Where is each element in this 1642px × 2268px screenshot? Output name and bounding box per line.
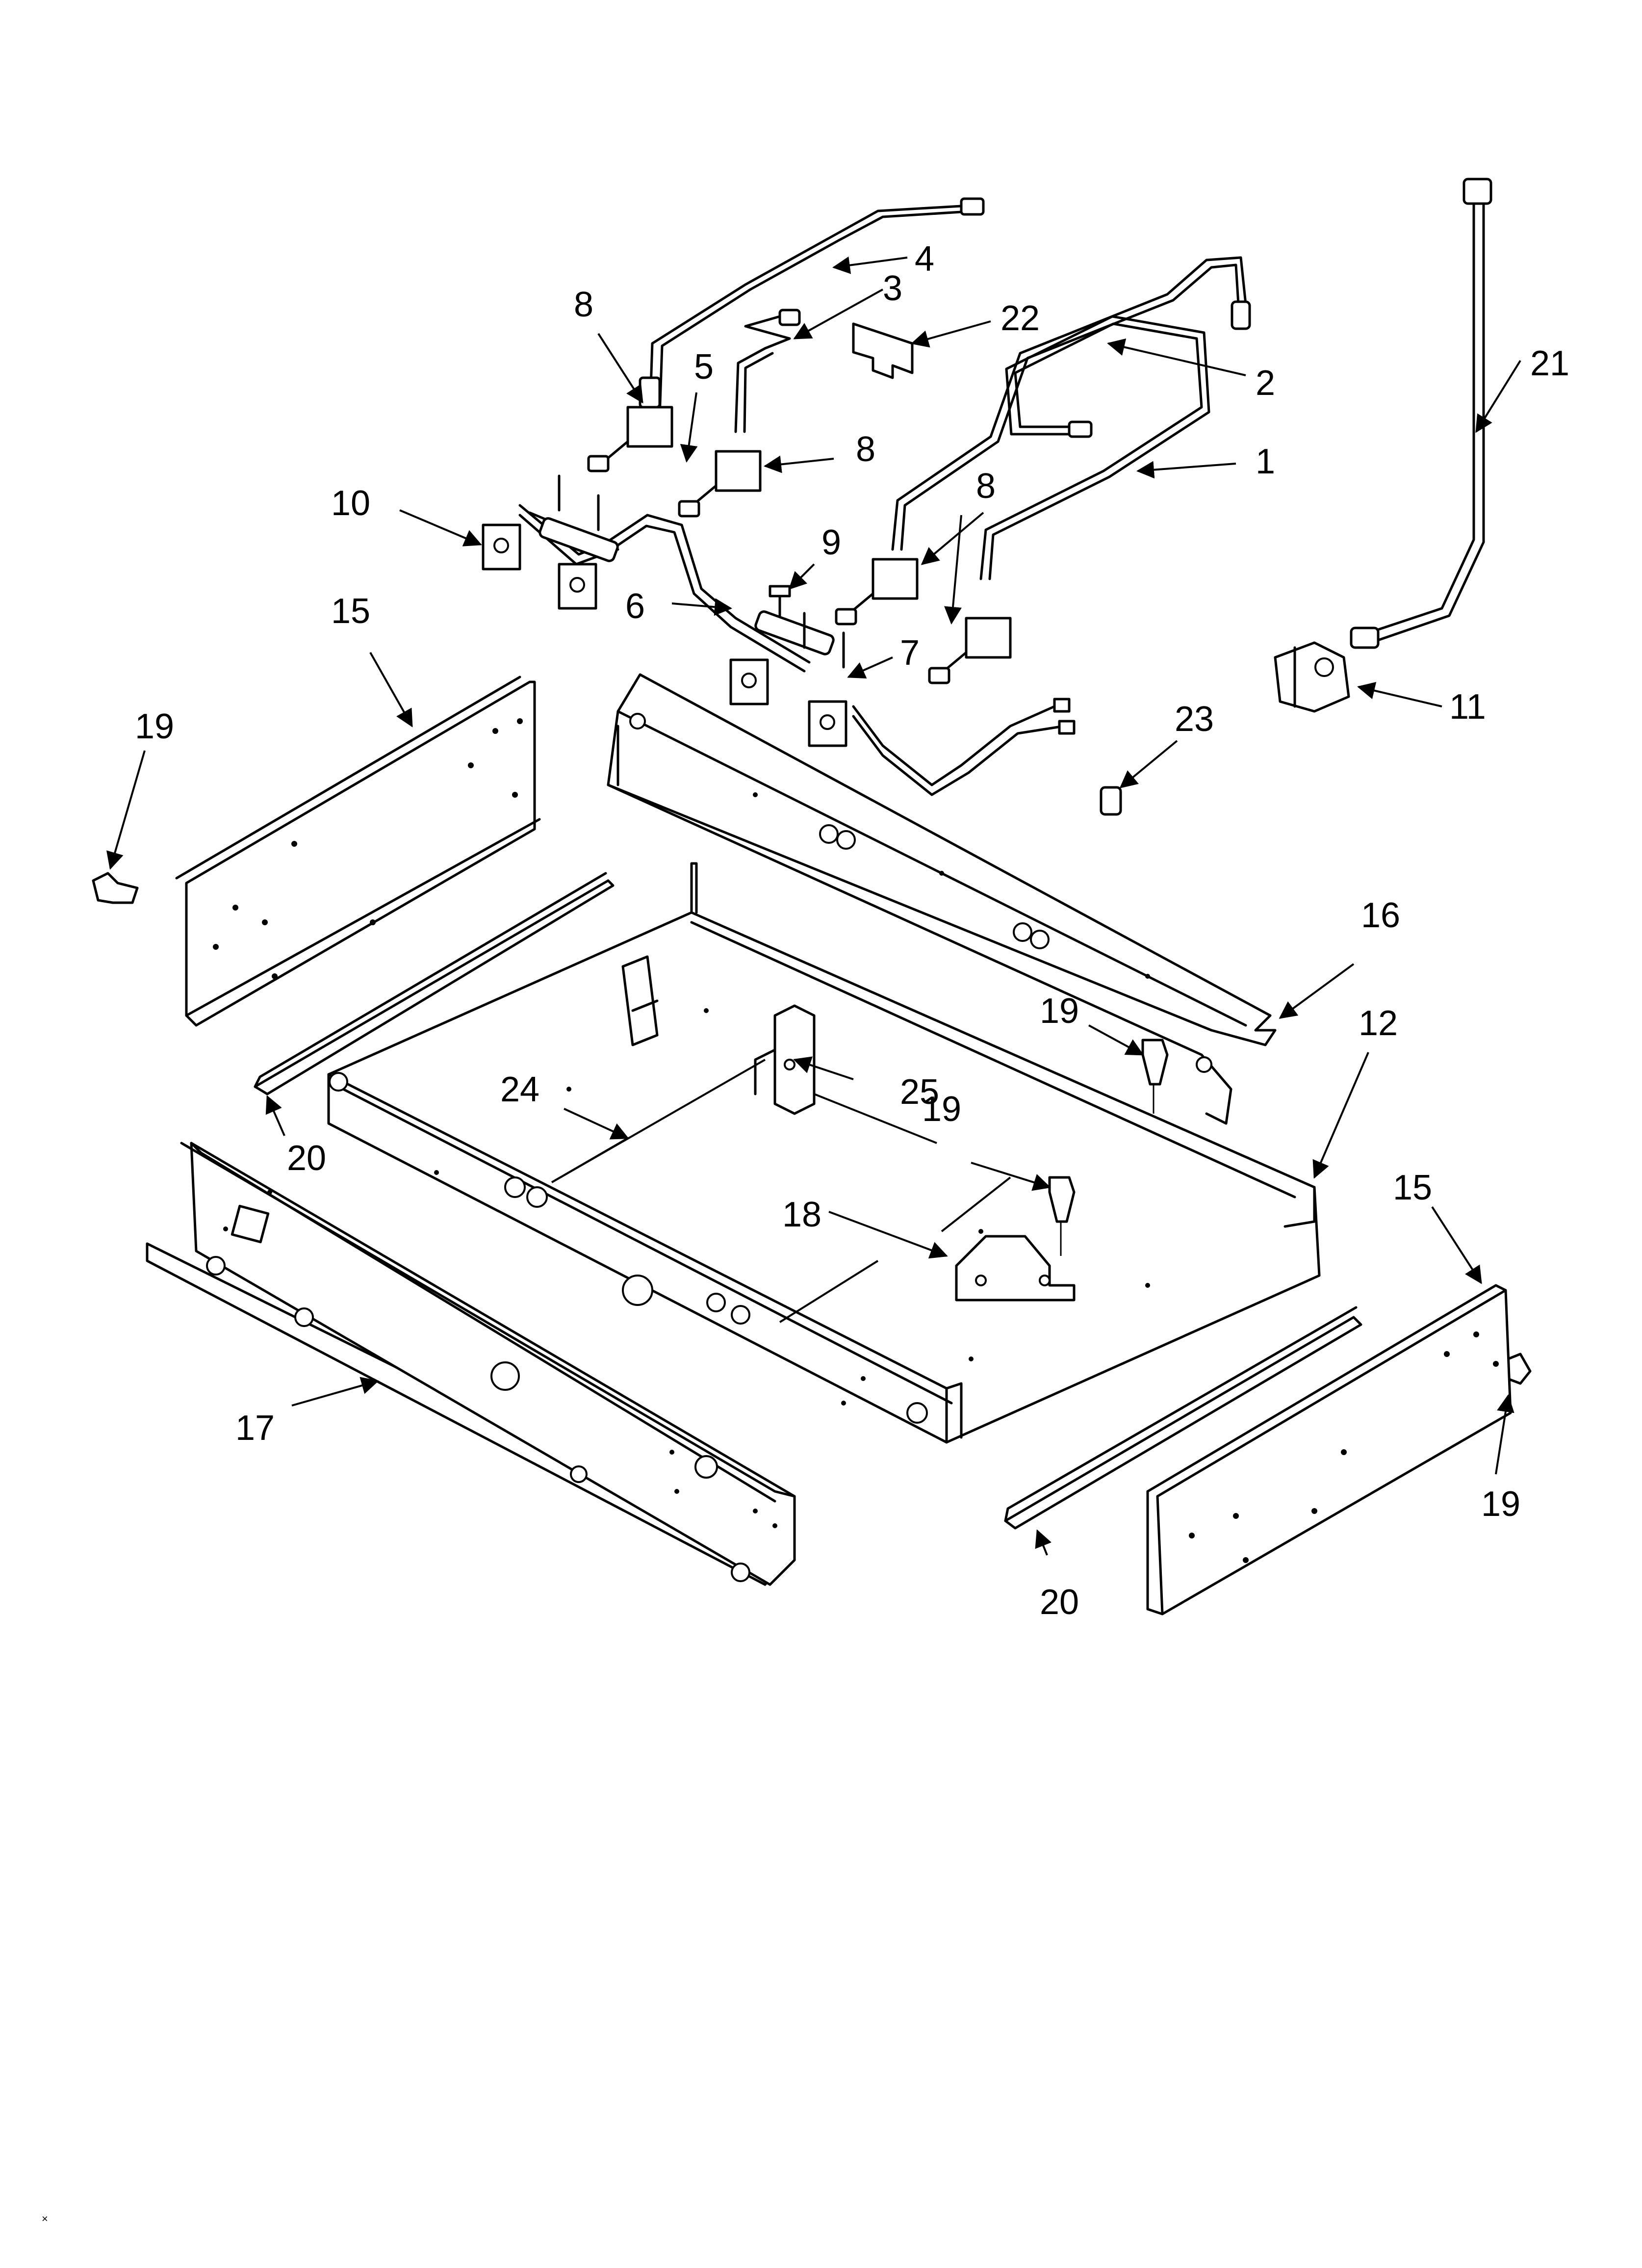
callout-labels: 4 3 22 2 1 21 8 5 8 8 10 9 6 7 11 23 15 … bbox=[42, 239, 1569, 2225]
callout-8-right: 8 bbox=[976, 467, 996, 506]
callout-17: 17 bbox=[235, 1408, 275, 1448]
callout-12: 12 bbox=[1359, 1004, 1398, 1043]
gas-line-21 bbox=[1350, 178, 1492, 649]
callout-3: 3 bbox=[883, 269, 902, 308]
screw-9 bbox=[769, 585, 791, 617]
callout-24: 24 bbox=[500, 1070, 539, 1109]
manifold-panel-16 bbox=[607, 673, 1277, 1125]
bracket-24 bbox=[621, 955, 659, 1046]
corner-mark: × bbox=[42, 2213, 48, 2225]
burner-valve bbox=[928, 617, 1012, 684]
callout-9: 9 bbox=[821, 523, 841, 562]
callout-23: 23 bbox=[1175, 700, 1214, 739]
igniter-switch bbox=[729, 658, 769, 705]
side-rail-20-right bbox=[1004, 1306, 1362, 1530]
callout-11: 11 bbox=[1449, 687, 1486, 727]
screw-19-center bbox=[1048, 1176, 1076, 1256]
callout-18: 18 bbox=[782, 1195, 821, 1234]
pressure-regulator-11 bbox=[1274, 641, 1350, 713]
callout-8-top-left: 8 bbox=[574, 285, 593, 324]
gas-tube-3 bbox=[734, 309, 801, 433]
gas-tube-2 bbox=[891, 256, 1251, 551]
callout-8-middle: 8 bbox=[856, 430, 875, 469]
leader-lines bbox=[106, 256, 1521, 1556]
callout-4: 4 bbox=[915, 239, 934, 279]
igniter-switch bbox=[808, 700, 847, 747]
burner-valve bbox=[835, 558, 919, 626]
side-panel-15-left bbox=[175, 676, 541, 1027]
callout-19-center: 19 bbox=[922, 1090, 961, 1129]
callout-19-top: 19 bbox=[1040, 991, 1079, 1031]
manifold-pipe bbox=[518, 474, 845, 673]
screw-19-left bbox=[92, 872, 139, 904]
callout-20-right: 20 bbox=[1040, 1583, 1079, 1622]
burner-valve bbox=[678, 450, 762, 518]
callout-19-left: 19 bbox=[135, 707, 174, 746]
callout-2: 2 bbox=[1256, 364, 1275, 403]
callout-25: 25 bbox=[900, 1072, 939, 1112]
igniter-switch bbox=[558, 563, 597, 610]
callout-10: 10 bbox=[331, 484, 370, 523]
side-rail-20-left bbox=[254, 872, 615, 1095]
bracket-22 bbox=[852, 322, 914, 379]
burner-base-pan-12 bbox=[327, 862, 1321, 1444]
callout-20-left: 20 bbox=[287, 1139, 326, 1178]
fitting-23 bbox=[1100, 786, 1122, 816]
callout-5: 5 bbox=[694, 347, 714, 387]
callout-22: 22 bbox=[1001, 299, 1040, 338]
igniter-switch bbox=[482, 523, 521, 571]
callout-1: 1 bbox=[1256, 442, 1275, 481]
callout-15-left: 15 bbox=[331, 592, 370, 631]
callout-15-right: 15 bbox=[1393, 1168, 1432, 1207]
front-panel-17 bbox=[146, 1142, 796, 1586]
callout-16: 16 bbox=[1361, 896, 1400, 935]
screw-19-center-top bbox=[1141, 1039, 1169, 1114]
gas-tube-1 bbox=[979, 315, 1210, 580]
callout-7: 7 bbox=[900, 633, 920, 673]
callout-21: 21 bbox=[1530, 344, 1569, 383]
bracket-18 bbox=[955, 1235, 1076, 1302]
callout-6: 6 bbox=[625, 587, 645, 626]
gas-tube-4 bbox=[639, 197, 985, 418]
burner-valve bbox=[587, 406, 673, 472]
side-panel-15-right bbox=[1146, 1284, 1512, 1616]
ignition-wire-harness bbox=[852, 698, 1076, 796]
callout-19-right: 19 bbox=[1481, 1485, 1520, 1524]
